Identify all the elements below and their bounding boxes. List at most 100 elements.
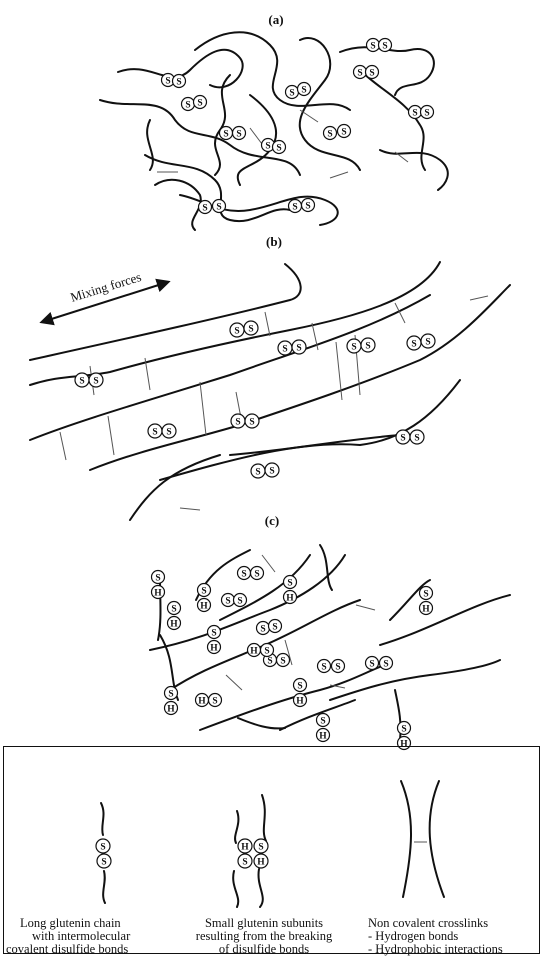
panel-c-thiol-s: S: [398, 722, 411, 735]
svg-text:S: S: [216, 202, 221, 212]
panel-a-disulfide-bond-s2: S: [273, 141, 286, 154]
panel-a-tangled-network: [100, 32, 448, 230]
svg-text:S: S: [100, 842, 105, 852]
panel-b-label: (b): [266, 234, 282, 249]
panel-a-disulfide-bond-s1: S: [289, 200, 302, 213]
svg-text:S: S: [101, 857, 106, 867]
panel-a-disulfide-bond-s1: S: [286, 86, 299, 99]
svg-text:S: S: [260, 624, 265, 634]
panel-b-disulfide-bond-s2: S: [410, 430, 424, 444]
panel-a-disulfide-bond-s2: S: [302, 199, 315, 212]
panel-a-disulfide-bond-s1: S: [199, 201, 212, 214]
svg-text:S: S: [292, 202, 297, 212]
panel-a-disulfide-bond-s2: S: [421, 106, 434, 119]
panel-b-disulfide-bond-s1: S: [251, 464, 265, 478]
panel-c-disulfide-bond-s1: S: [318, 660, 331, 673]
panel-c-thiol-h: H: [196, 694, 209, 707]
svg-text:S: S: [236, 129, 241, 139]
legend-disulfide-s2: S: [97, 854, 111, 868]
panel-a-disulfide-bond-s2: S: [213, 200, 226, 213]
svg-text:S: S: [225, 596, 230, 606]
svg-text:S: S: [235, 417, 240, 427]
panel-c-thiol-h: H: [168, 617, 181, 630]
svg-text:H: H: [154, 588, 162, 598]
svg-text:S: S: [280, 656, 285, 666]
svg-text:S: S: [269, 466, 274, 476]
svg-text:S: S: [234, 326, 239, 336]
panel-a-disulfide-bond-s2: S: [379, 39, 392, 52]
panel-a-disulfide-bond-s2: S: [298, 83, 311, 96]
svg-text:S: S: [370, 41, 375, 51]
svg-text:S: S: [242, 857, 247, 867]
svg-text:S: S: [255, 467, 260, 477]
svg-text:S: S: [267, 656, 272, 666]
svg-text:S: S: [155, 573, 160, 583]
panel-c-thiol-h: H: [420, 602, 433, 615]
panel-c-thiol-s: S: [168, 602, 181, 615]
svg-text:S: S: [369, 68, 374, 78]
panel-b-disulfide-bond-s2: S: [361, 338, 375, 352]
svg-text:S: S: [287, 578, 292, 588]
svg-text:S: S: [305, 201, 310, 211]
panel-c-label: (c): [265, 513, 279, 528]
panel-c-thiol-s: S: [198, 584, 211, 597]
panel-c-disulfide-bond-s2: S: [251, 567, 264, 580]
panel-c-thiol-h: H: [284, 591, 297, 604]
legend-thiol-s2: S: [238, 854, 252, 868]
svg-text:S: S: [202, 203, 207, 213]
svg-text:S: S: [383, 659, 388, 669]
panel-c-thiol-s: S: [284, 576, 297, 589]
svg-text:H: H: [170, 619, 178, 629]
panel-b-disulfide-bond-s1: S: [231, 414, 245, 428]
panel-c-disulfide-bond-s1: S: [222, 594, 235, 607]
svg-text:S: S: [289, 88, 294, 98]
panel-c-disulfide-bond-s1: S: [238, 567, 251, 580]
svg-text:S: S: [401, 724, 406, 734]
panel-c-disulfide-bond-s2: S: [234, 594, 247, 607]
svg-text:S: S: [197, 98, 202, 108]
svg-text:S: S: [93, 376, 98, 386]
panel-a-disulfide-bond-s1: S: [409, 106, 422, 119]
panel-a-disulfide-bond-s1: S: [354, 66, 367, 79]
mixing-forces-label: Mixing forces: [68, 269, 142, 305]
panel-c-disulfide-bond-s2: S: [380, 657, 393, 670]
panel-c-thiol-h: H: [248, 644, 261, 657]
svg-text:S: S: [254, 569, 259, 579]
legend-crosslink-right: [430, 781, 444, 897]
legend-crosslink-left: [401, 781, 411, 897]
svg-text:S: S: [241, 569, 246, 579]
svg-text:S: S: [165, 76, 170, 86]
svg-text:S: S: [152, 427, 157, 437]
svg-text:H: H: [250, 646, 258, 656]
panel-b-disulfide-bond-s2: S: [89, 373, 103, 387]
svg-text:S: S: [412, 108, 417, 118]
svg-text:S: S: [79, 376, 84, 386]
panel-b-disulfide-bond-s1: S: [75, 373, 89, 387]
panel-c-thiol-h: H: [198, 599, 211, 612]
legend-subunit-chain-1: [235, 811, 238, 843]
svg-text:S: S: [248, 324, 253, 334]
svg-text:H: H: [167, 704, 175, 714]
svg-text:S: S: [264, 646, 269, 656]
svg-text:S: S: [272, 622, 277, 632]
panel-c-thiol-s: S: [152, 571, 165, 584]
legend-chain-top: [101, 803, 104, 835]
legend-item-disulfide: Long glutenin chain with intermolecular …: [20, 917, 130, 956]
svg-text:H: H: [200, 601, 208, 611]
svg-text:S: S: [411, 339, 416, 349]
panel-b-disulfide-bond-s2: S: [245, 414, 259, 428]
svg-text:S: S: [320, 716, 325, 726]
svg-text:S: S: [335, 662, 340, 672]
svg-text:S: S: [296, 343, 301, 353]
svg-text:S: S: [185, 100, 190, 110]
panel-c-thiol-s: S: [261, 644, 274, 657]
svg-text:H: H: [422, 604, 430, 614]
panel-a-disulfide-bond-s1: S: [324, 127, 337, 140]
panel-b-disulfide-bond-s2: S: [421, 334, 435, 348]
panel-b-aligned-network: [30, 262, 510, 520]
legend-thiol-h2: H: [254, 854, 268, 868]
svg-text:S: S: [341, 127, 346, 137]
svg-text:S: S: [423, 589, 428, 599]
legend-disulfide-s1: S: [96, 839, 110, 853]
svg-text:H: H: [257, 857, 265, 867]
